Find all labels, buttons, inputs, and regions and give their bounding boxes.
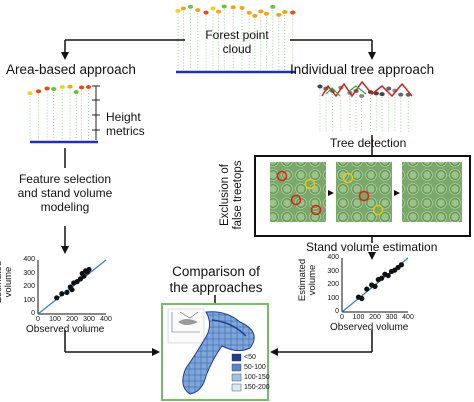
- area-based-title: Area-based approach: [6, 62, 136, 77]
- height-metrics-line2: metrics: [106, 124, 145, 138]
- height-metrics-label: Height metrics: [106, 110, 145, 138]
- top-connectors: [61, 39, 376, 60]
- area-based-point-cloud-image: [27, 84, 100, 144]
- x-tick-label: 0: [340, 314, 344, 321]
- feature-selection-line3: modeling: [40, 200, 90, 214]
- comparison-line2: the approaches: [169, 280, 263, 295]
- y-tick-label: 200: [23, 283, 35, 290]
- x-tick-label: 300: [83, 316, 95, 323]
- x-tick-label: 0: [36, 316, 40, 323]
- feature-selection-label: Feature selection and stand volume model…: [10, 172, 120, 214]
- data-point: [359, 295, 365, 302]
- y-tick-label: 0: [335, 308, 339, 315]
- height-metrics-line1: Height: [106, 110, 141, 124]
- treetop-image-1: [270, 162, 326, 222]
- x-tick-label: 100: [352, 314, 365, 321]
- map-legend: [231, 353, 242, 392]
- exclusion-line2: false treetops: [232, 160, 244, 230]
- data-point: [398, 262, 404, 268]
- exclusion-images-panel: [254, 155, 471, 237]
- legend-swatch: [231, 363, 242, 372]
- y-tick-label: 300: [327, 267, 339, 275]
- root-label-line2: cloud: [222, 42, 252, 56]
- feature-selection-line1: Feature selection: [18, 172, 112, 186]
- individual-tree-scatter-chart: [341, 257, 409, 313]
- x-tick-label: 200: [66, 316, 78, 323]
- y-tick-label: 0: [31, 310, 35, 317]
- x-tick-label: 200: [369, 314, 381, 321]
- y-axis-label: Estimated volume: [297, 258, 318, 302]
- exclusion-label: Exclusion of false treetops: [219, 160, 245, 230]
- y-tick-label: 400: [327, 254, 339, 261]
- data-point: [364, 286, 370, 292]
- x-tick-label: 100: [49, 316, 61, 323]
- forest-point-cloud-label: Forest point cloud: [180, 28, 294, 56]
- x-axis-label: Observed volume: [26, 324, 105, 335]
- data-point: [54, 295, 60, 301]
- stand-volume-estimation-label: Stand volume estimation: [306, 240, 438, 254]
- comparison-label: Comparison of the approaches: [160, 264, 272, 296]
- area-based-scatter-chart: [37, 259, 107, 315]
- data-point: [81, 273, 87, 279]
- legend-swatch: [231, 373, 242, 382]
- map-inset-plot: [167, 308, 205, 344]
- comparison-map: [161, 303, 269, 401]
- y-tick-label: 200: [327, 281, 339, 288]
- x-tick-label: 300: [385, 314, 398, 321]
- x-axis-label: Observed volume: [330, 322, 409, 333]
- y-tick-label: 100: [23, 296, 35, 304]
- exclusion-line1: Exclusion of: [219, 164, 231, 227]
- y-axis-label: Estimated volume: [0, 260, 14, 304]
- y-tick-label: 300: [23, 269, 35, 277]
- root-label-line1: Forest point: [205, 28, 269, 42]
- y-tick-label: 400: [23, 256, 35, 263]
- feature-selection-line2: and stand volume: [17, 186, 113, 200]
- legend-label: 150-200: [244, 383, 270, 391]
- data-point: [64, 289, 70, 295]
- data-point: [69, 287, 75, 293]
- comparison-line1: Comparison of: [172, 264, 260, 279]
- tree-detection-label: Tree detection: [330, 136, 407, 150]
- data-point: [385, 272, 391, 279]
- individual-tree-title: Individual tree approach: [290, 62, 435, 77]
- x-tick-label: 400: [402, 314, 414, 321]
- individual-tree-point-cloud-image: [317, 80, 413, 132]
- treetop-image-3: [402, 162, 462, 222]
- data-point: [372, 283, 378, 289]
- forest-point-cloud-image: [175, 4, 296, 74]
- legend-label: 100-150: [244, 373, 270, 381]
- data-point: [379, 275, 385, 281]
- legend-swatch: [231, 353, 242, 362]
- legend-swatch: [231, 383, 242, 392]
- legend-label: 50-100: [244, 363, 266, 371]
- data-point: [86, 266, 92, 273]
- map-stand-polygon: [182, 311, 255, 395]
- legend-label: <50: [244, 353, 256, 361]
- y-tick-label: 100: [327, 294, 339, 302]
- x-tick-label: 400: [100, 316, 112, 323]
- data-point: [59, 291, 65, 297]
